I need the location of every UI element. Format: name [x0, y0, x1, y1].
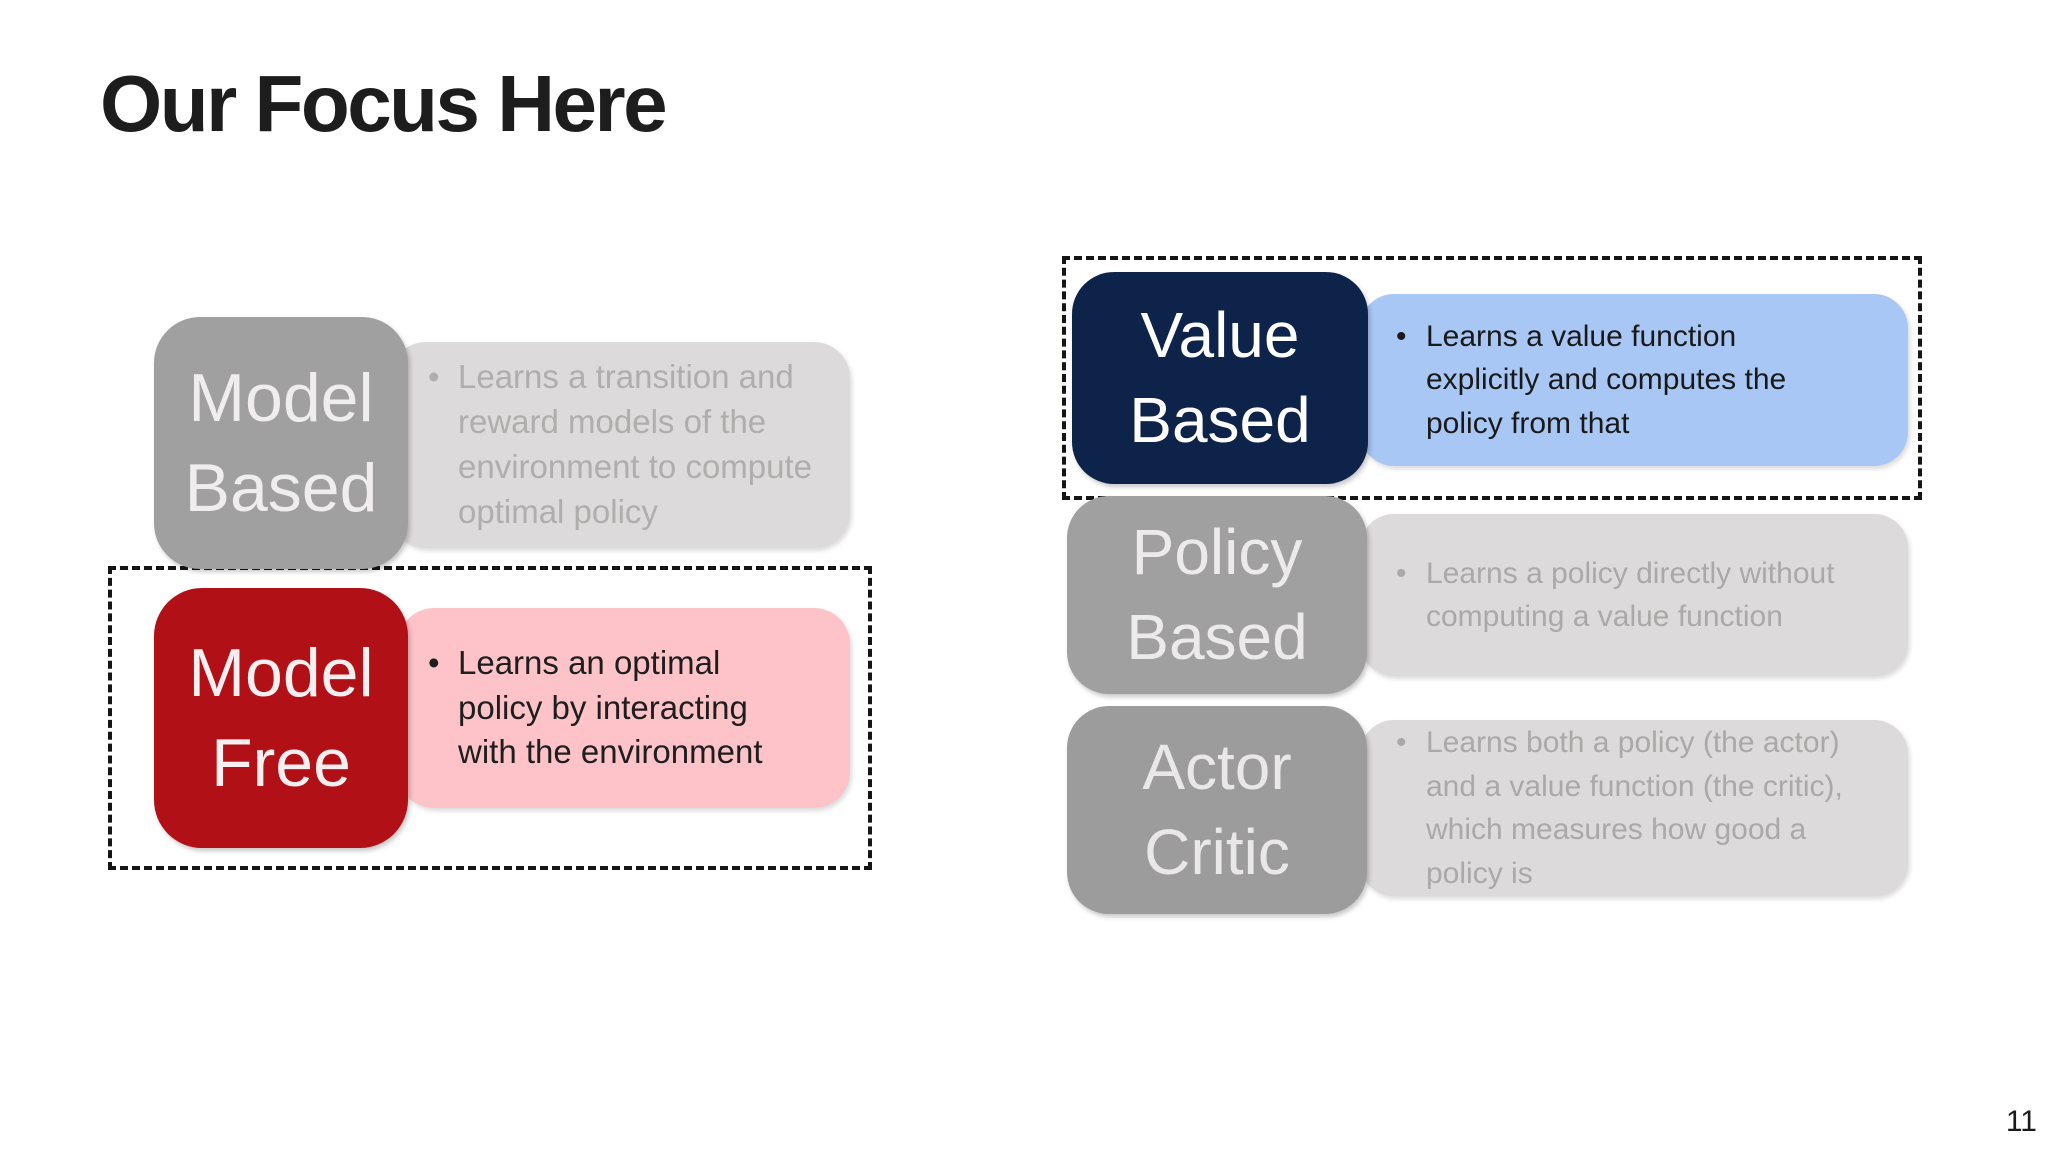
bullet-icon: • [1396, 556, 1407, 590]
value-based-desc-text: Learns a value function explicitly and c… [1426, 319, 1787, 440]
bullet-icon: • [1396, 726, 1407, 759]
model-based-desc-text: Learns a transition and reward models of… [458, 358, 813, 530]
actor-critic-box: Actor Critic [1067, 706, 1367, 914]
actor-critic-desc-row: • Learns both a policy (the actor) and a… [1360, 721, 1908, 895]
slide-title: Our Focus Here [100, 59, 668, 148]
policy-based-box: Policy Based [1067, 496, 1367, 694]
model-free-box: Model Free [154, 588, 408, 848]
value-based-box: Value Based [1072, 272, 1368, 484]
model-based-desc-row: • Learns a transition and reward models … [390, 355, 838, 535]
value-based-desc-row: • Learns a value function explicitly and… [1360, 315, 1908, 446]
page-number: 11 [2005, 1105, 2037, 1138]
policy-based-desc-box: • Learns a policy directly without compu… [1360, 514, 1908, 676]
bullet-icon: • [428, 358, 440, 396]
model-free-desc-text: Learns an optimal policy by interacting … [458, 643, 763, 771]
policy-based-desc-row: • Learns a policy directly without compu… [1360, 552, 1908, 639]
actor-critic-desc-box: • Learns both a policy (the actor) and a… [1360, 720, 1908, 896]
focus-outline-value-based [1062, 256, 1922, 500]
model-free-desc-row: • Learns an optimal policy by interactin… [398, 641, 850, 776]
model-free-desc-box: • Learns an optimal policy by interactin… [398, 608, 850, 808]
bullet-icon: • [1396, 319, 1407, 353]
bullet-icon: • [428, 643, 440, 681]
focus-outline-model-free [108, 566, 872, 870]
model-based-box: Model Based [154, 317, 408, 569]
model-based-desc-box: • Learns a transition and reward models … [390, 342, 850, 548]
value-based-desc-box: • Learns a value function explicitly and… [1360, 294, 1908, 466]
policy-based-desc-text: Learns a policy directly without computi… [1426, 556, 1835, 634]
actor-critic-desc-text: Learns both a policy (the actor) and a v… [1426, 726, 1843, 890]
